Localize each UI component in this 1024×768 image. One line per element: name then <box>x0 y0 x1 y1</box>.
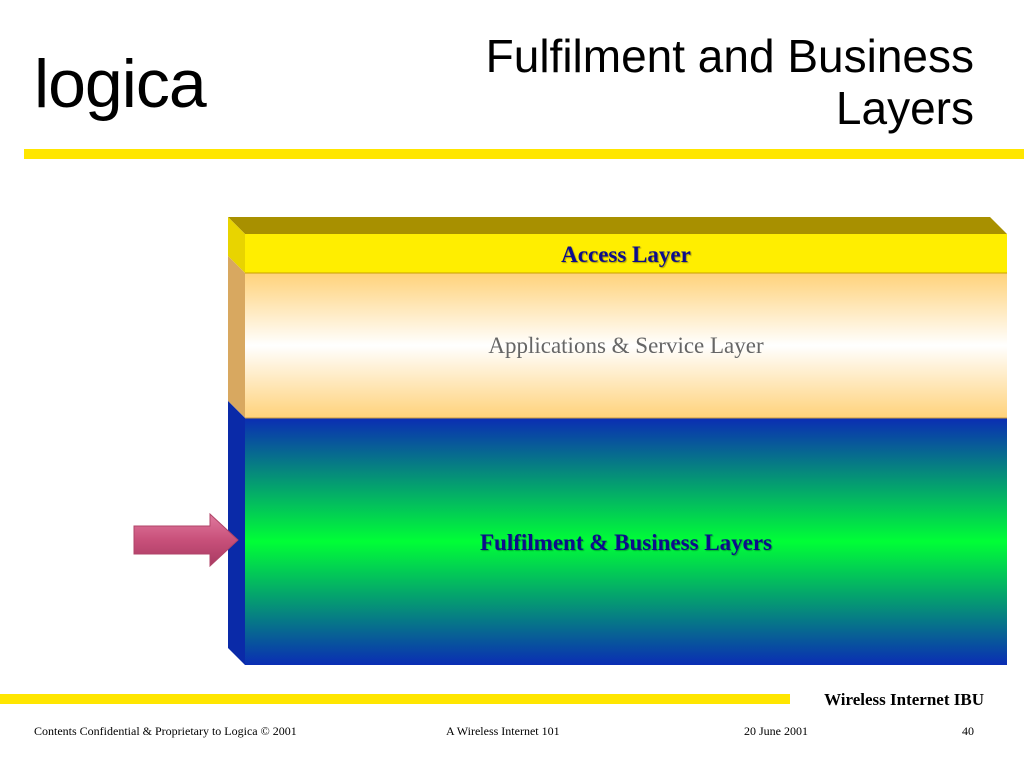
footer-date: 20 June 2001 <box>744 724 808 738</box>
apps-layer-face <box>245 273 1007 418</box>
right-arrow-icon <box>133 512 239 568</box>
slide-title-line-2: Layers <box>835 82 974 134</box>
slide-title-line-1: Fulfilment and Business <box>485 30 974 82</box>
fb-layer-face <box>245 418 1007 665</box>
access-layer-label: Access Layer <box>561 242 691 267</box>
footer-confidential: Contents Confidential & Proprietary to L… <box>34 724 297 738</box>
block-top-bevel <box>228 217 1007 234</box>
logica-logo: logica <box>34 46 207 122</box>
top-divider-rule <box>24 149 1024 159</box>
bottom-divider-rule <box>0 694 790 704</box>
apps-side-bevel <box>228 256 245 418</box>
fulfilment-business-layers-label: Fulfilment & Business Layers <box>480 530 772 555</box>
footer-presentation-title: A Wireless Internet 101 <box>446 724 560 738</box>
applications-service-layer-label: Applications & Service Layer <box>488 333 764 358</box>
footer-page-number: 40 <box>962 724 974 738</box>
fb-side-bevel <box>228 401 245 665</box>
access-layer-face <box>245 234 1007 273</box>
slide-title: Fulfilment and Business Layers <box>374 30 974 134</box>
access-side-bevel <box>228 217 245 273</box>
business-unit-label: Wireless Internet IBU <box>824 690 984 709</box>
